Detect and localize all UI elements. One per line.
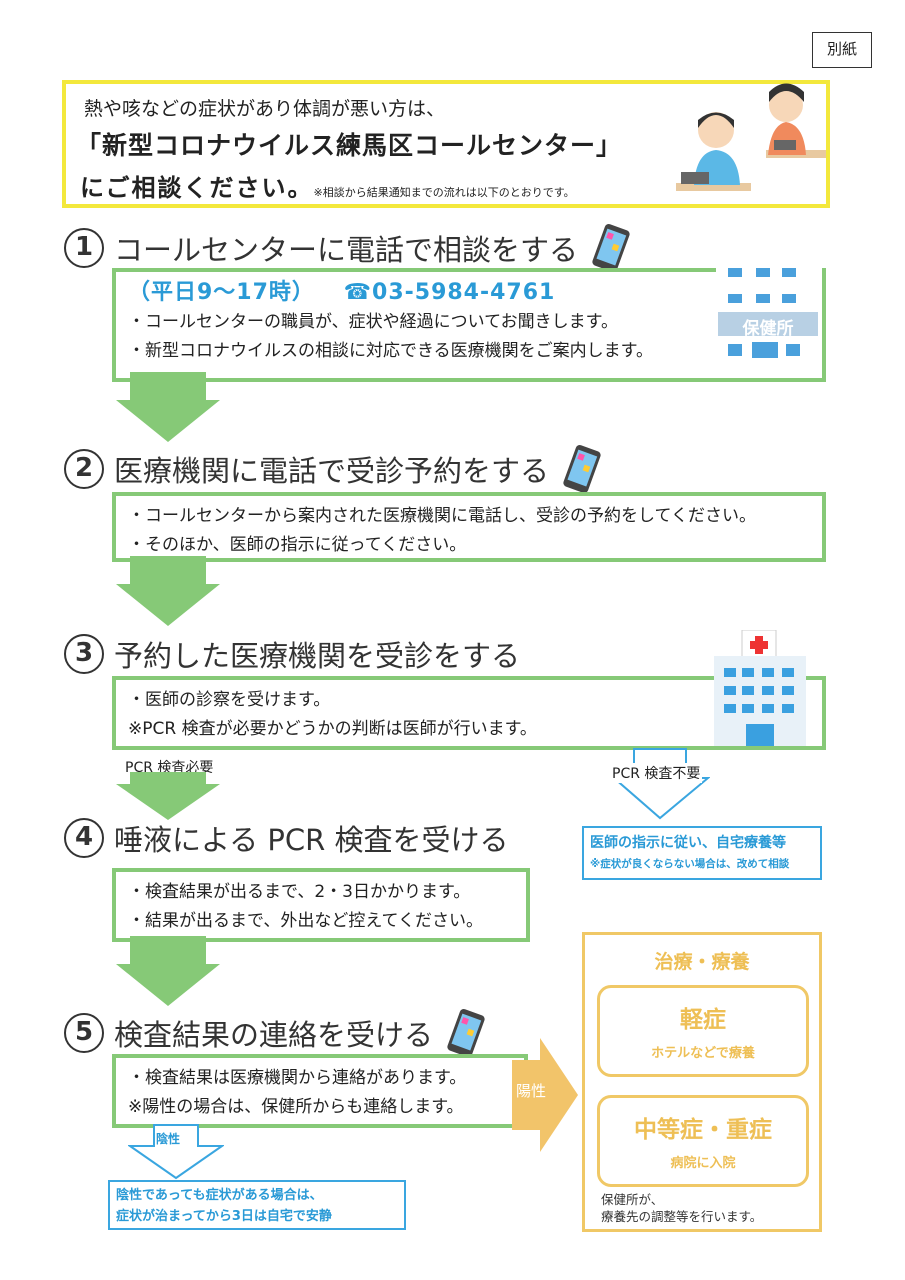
step-number: 4 [64, 818, 104, 858]
negative-line1: 陰性であっても症状がある場合は、 [116, 1188, 323, 1203]
severe-desc: 病院に入院 [670, 1156, 736, 1171]
pcr-not-needed-label: PCR 検査不要 [610, 763, 703, 783]
annex-label: 別紙 [812, 32, 872, 68]
step-1-line: ・コールセンターの職員が、症状や経過についてお聞きします。 [128, 312, 618, 332]
step-title: 予約した医療機関を受診をする [114, 639, 521, 673]
step-title: 検査結果の連絡を受ける [114, 1018, 434, 1052]
step-3-header: 3 予約した医療機関を受診をする [64, 633, 520, 675]
flow-arrow-down [116, 556, 220, 626]
no-pcr-arrow [612, 748, 710, 820]
step-5-line: ・検査結果は医療機関から連絡があります。 [128, 1068, 467, 1088]
smartphone-icon [592, 224, 630, 272]
negative-arrow [128, 1124, 224, 1180]
mild-case-box: 軽症 ホテルなどで療養 [597, 985, 809, 1077]
step-3-box: ・医師の診察を受けます。 ※PCR 検査が必要かどうかの判断は医師が行います。 [112, 676, 826, 750]
treatment-title: 治療・療養 [654, 951, 750, 973]
intro-line1: 熱や咳などの症状があり体調が悪い方は、 [84, 98, 446, 120]
intro-call-center-name: 「新型コロナウイルス練馬区コールセンター」 [76, 131, 623, 160]
no-pcr-box: 医師の指示に従い、自宅療養等 ※症状が良くならない場合は、改めて相談 [582, 826, 822, 880]
negative-line2: 症状が治まってから3日は自宅で安静 [116, 1209, 332, 1224]
mild-title: 軽症 [680, 1007, 726, 1033]
no-pcr-line1: 医師の指示に従い、自宅療養等 [590, 835, 786, 851]
hospital-illustration [714, 630, 806, 746]
step-5-line: ※陽性の場合は、保健所からも連絡します。 [128, 1097, 464, 1117]
step-3-line: ※PCR 検査が必要かどうかの判断は医師が行います。 [128, 719, 537, 739]
step-1-line: ・新型コロナウイルスの相談に対応できる医療機関をご案内します。 [128, 341, 653, 361]
step-number: 5 [64, 1013, 104, 1053]
treatment-note: 保健所が、 療養先の調整等を行います。 [601, 1191, 762, 1225]
step-title: 唾液による PCR 検査を受ける [114, 823, 509, 857]
step-4-line: ・結果が出るまで、外出など控えてください。 [128, 911, 483, 931]
negative-label: 陰性 [156, 1132, 181, 1146]
intro-note: ※相談から結果通知までの流れは以下のとおりです。 [313, 186, 575, 199]
step-2-header: 2 医療機関に電話で受診予約をする [64, 444, 605, 494]
severe-title: 中等症・重症 [634, 1117, 772, 1143]
step-4-header: 4 唾液による PCR 検査を受ける [64, 817, 508, 859]
step-title: 医療機関に電話で受診予約をする [114, 454, 550, 488]
step-2-line: ・コールセンターから案内された医療機関に電話し、受診の予約をしてください。 [128, 506, 756, 526]
flow-arrow-down [116, 936, 220, 1006]
people-on-phone-illustration [676, 83, 826, 191]
treatment-note1: 保健所が、 [601, 1192, 664, 1207]
intro-line3-text: にご相談ください。 [80, 174, 314, 202]
health-center-illustration: 保健所 [716, 258, 822, 364]
severe-case-box: 中等症・重症 病院に入院 [597, 1095, 809, 1187]
flow-arrow-down [116, 372, 220, 442]
call-center-phone[interactable]: ☎03-5984-4761 [343, 280, 556, 305]
health-center-sign: 保健所 [742, 319, 794, 339]
intro-box: 熱や咳などの症状があり体調が悪い方は、 「新型コロナウイルス練馬区コールセンター… [62, 80, 830, 208]
smartphone-icon [563, 445, 601, 493]
step-number: 2 [64, 449, 104, 489]
step-number: 1 [64, 228, 104, 268]
treatment-note2: 療養先の調整等を行います。 [601, 1209, 763, 1224]
no-pcr-line2: ※症状が良くならない場合は、改めて相談 [590, 858, 790, 870]
step-1-header: 1 コールセンターに電話で相談をする [64, 223, 634, 273]
flow-arrow-down [116, 772, 220, 820]
step-1-box: （平日9～17時） ☎03-5984-4761 ・コールセンターの職員が、症状や… [112, 268, 826, 382]
step-3-line: ・医師の診察を受けます。 [128, 690, 331, 710]
smartphone-icon [447, 1009, 485, 1057]
intro-line3: にご相談ください。※相談から結果通知までの流れは以下のとおりです。 [80, 168, 575, 203]
positive-arrow [512, 1038, 578, 1152]
step-2-line: ・そのほか、医師の指示に従ってください。 [128, 535, 467, 555]
step-4-box: ・検査結果が出るまで、2・3日かかります。 ・結果が出るまで、外出など控えてくだ… [112, 868, 530, 942]
mild-desc: ホテルなどで療養 [651, 1046, 755, 1061]
step-title: コールセンターに電話で相談をする [114, 233, 579, 267]
step-number: 3 [64, 634, 104, 674]
step-5-box: ・検査結果は医療機関から連絡があります。 ※陽性の場合は、保健所からも連絡します… [112, 1054, 528, 1128]
call-center-hours: （平日9～17時） [128, 280, 315, 305]
treatment-box: 治療・療養 軽症 ホテルなどで療養 中等症・重症 病院に入院 保健所が、 療養先… [582, 932, 822, 1232]
step-4-line: ・検査結果が出るまで、2・3日かかります。 [128, 882, 471, 902]
negative-box: 陰性であっても症状がある場合は、 症状が治まってから3日は自宅で安静 [108, 1180, 406, 1230]
step-2-box: ・コールセンターから案内された医療機関に電話し、受診の予約をしてください。 ・そ… [112, 492, 826, 562]
positive-label: 陽性 [516, 1082, 547, 1100]
step-5-header: 5 検査結果の連絡を受ける [64, 1008, 489, 1058]
